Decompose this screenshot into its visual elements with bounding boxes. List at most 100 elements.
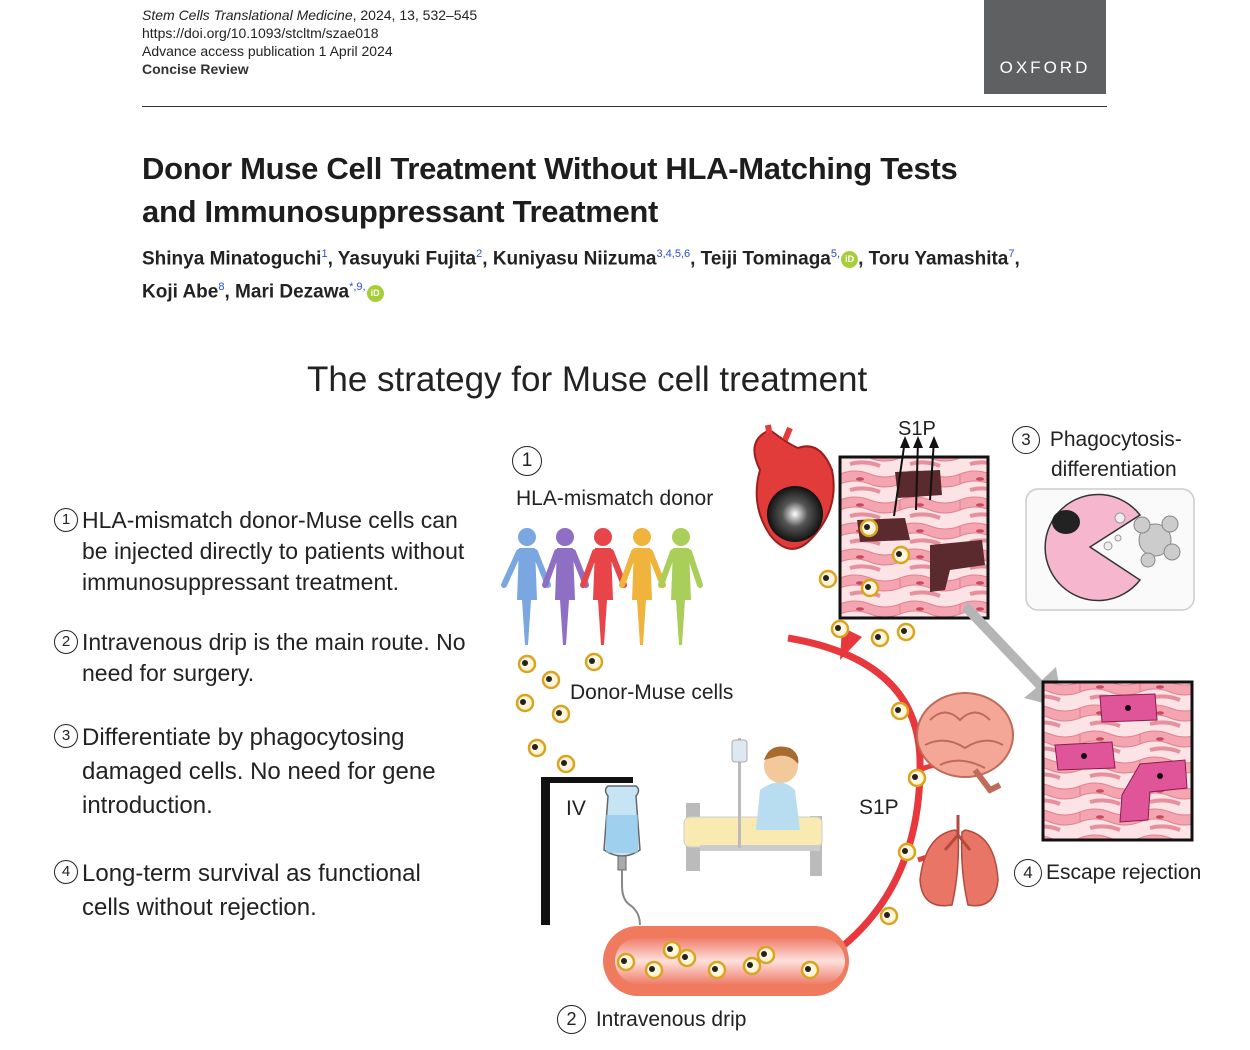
point-line: immunosuppressant treatment. (82, 569, 400, 595)
strategy-point-2: 2 Intravenous drip is the main route. No… (54, 627, 484, 689)
article-meta: Stem Cells Translational Medicine, 2024,… (142, 6, 477, 78)
step-number: 2 (557, 1005, 586, 1034)
author-name[interactable]: Teiji Tominaga (700, 248, 831, 270)
donor-figure-icon (580, 528, 627, 645)
iv-label: IV (566, 797, 586, 820)
muse-cell-icon (756, 945, 776, 965)
author-affiliation[interactable]: 3,4,5,6 (656, 248, 691, 260)
differentiation-arrow (962, 602, 1063, 708)
muse-cell-icon (662, 940, 682, 960)
journal-name: Stem Cells Translational Medicine (142, 7, 353, 23)
donor-figure-icon (501, 528, 551, 645)
point-line: need for surgery. (82, 660, 255, 686)
muse-cell-icon (515, 693, 535, 713)
donor-label: HLA-mismatch donor (516, 487, 714, 510)
brain-icon (916, 692, 1014, 794)
muse-cell-icon (896, 622, 916, 642)
point-line: Differentiate by phagocytosing (82, 724, 405, 751)
muse-cell-icon (870, 628, 890, 648)
muse-cell-icon (860, 578, 880, 598)
author-line-2: Koji Abe8, Mari Dezawa*,9,iD (142, 273, 1142, 306)
point-number: 3 (54, 724, 78, 748)
muse-cell-icon (527, 738, 547, 758)
muse-cell-icon (677, 948, 697, 968)
orcid-icon[interactable]: iD (841, 251, 859, 269)
article-title: Donor Muse Cell Treatment Without HLA-Ma… (142, 147, 1102, 233)
muse-cell-icon (742, 956, 762, 976)
point-line: Long-term survival as functional (82, 860, 421, 887)
step-number: 3 (1012, 426, 1040, 454)
s1p-mid-label: S1P (859, 796, 899, 819)
point-line: HLA-mismatch donor-Muse cells can (82, 507, 458, 533)
citation-line: Stem Cells Translational Medicine, 2024,… (142, 6, 477, 24)
damaged-tissue-panel (838, 436, 990, 620)
author-name[interactable]: Toru Yamashita (868, 248, 1009, 270)
heart-icon (753, 424, 835, 550)
muse-cell-icon (890, 701, 910, 721)
point-line: introduction. (82, 792, 213, 819)
title-line-1: Donor Muse Cell Treatment Without HLA-Ma… (142, 151, 958, 186)
donor-step-label: 1 (512, 446, 546, 476)
strategy-point-4: 4 Long-term survival as functional cells… (54, 857, 484, 925)
author-affiliation[interactable]: 2 (476, 248, 483, 260)
author-name[interactable]: Mari Dezawa (235, 281, 350, 303)
citation-details: , 2024, 13, 532–545 (352, 7, 478, 23)
muse-cell-icon (644, 960, 664, 980)
point-line: cells without rejection. (82, 894, 317, 921)
s1p-top-label: S1P (898, 418, 936, 440)
publication-date: Advance access publication 1 April 2024 (142, 43, 393, 59)
muse-cell-icon (800, 960, 820, 980)
muse-cell-icon (859, 518, 879, 538)
doi-link[interactable]: https://doi.org/10.1093/stcltm/szae018 (142, 25, 379, 41)
strategy-point-3: 3 Differentiate by phagocytosing damaged… (54, 721, 484, 823)
step-number: 4 (1014, 859, 1042, 887)
header-divider (142, 106, 1107, 107)
strategy-point-1: 1 HLA-mismatch donor-Muse cells can be i… (54, 505, 484, 598)
author-line-1: Shinya Minatoguchi1, Yasuyuki Fujita2, K… (142, 248, 1020, 270)
muse-cells (515, 518, 927, 980)
figure-title: The strategy for Muse cell treatment (307, 360, 868, 399)
article-type: Concise Review (142, 61, 249, 77)
author-affiliation[interactable]: *,9, (349, 281, 366, 294)
lungs-icon (919, 815, 999, 907)
author-affiliation[interactable]: 8 (218, 281, 225, 294)
muse-cell-icon (556, 754, 576, 774)
patient-bed-icon (683, 738, 823, 876)
phagocytosis-line-1: Phagocytosis- (1049, 428, 1182, 451)
muse-cell-icon (879, 906, 899, 926)
vessel-arc (787, 634, 924, 949)
author-affiliation[interactable]: 7 (1008, 248, 1015, 260)
drip-text: Intravenous drip (595, 1008, 747, 1031)
muse-cell-icon (551, 704, 571, 724)
phagocytosis-inset (1025, 488, 1195, 611)
point-line: Intravenous drip is the main route. No (82, 629, 466, 655)
muse-cell-icon (517, 654, 537, 674)
author-name[interactable]: Shinya Minatoguchi (142, 248, 322, 270)
author-name[interactable]: Koji Abe (142, 281, 219, 303)
author-list: Shinya Minatoguchi1, Yasuyuki Fujita2, K… (142, 240, 1142, 307)
donor-figure-icon (542, 528, 589, 645)
point-line: damaged cells. No need for gene (82, 758, 436, 785)
orcid-icon[interactable]: iD (366, 284, 384, 302)
muse-cell-icon (897, 842, 917, 862)
point-line: be injected directly to patients without (82, 538, 465, 564)
title-line-2: and Immunosuppressant Treatment (142, 194, 659, 229)
publisher-name: OXFORD (999, 58, 1091, 77)
author-affiliation[interactable]: 5, (830, 248, 841, 260)
author-name[interactable]: Kuniyasu Niizuma (492, 248, 657, 270)
muse-cell-icon (830, 619, 850, 639)
author-affiliation[interactable]: 1 (321, 248, 328, 260)
muse-cell-icon (907, 768, 927, 788)
muse-cell-icon (584, 652, 604, 672)
muse-cell-icon (541, 670, 561, 690)
donor-figures (501, 528, 703, 645)
author-name[interactable]: Yasuyuki Fujita (337, 248, 477, 270)
phagocytosis-line-2: differentiation (1051, 458, 1177, 481)
muse-cell-icon (707, 960, 727, 980)
point-number: 1 (54, 508, 78, 532)
donor-figure-icon (658, 528, 703, 645)
donor-cells-label: Donor-Muse cells (570, 681, 734, 704)
donor-figure-icon (619, 528, 666, 645)
muse-cell-icon (818, 569, 838, 589)
